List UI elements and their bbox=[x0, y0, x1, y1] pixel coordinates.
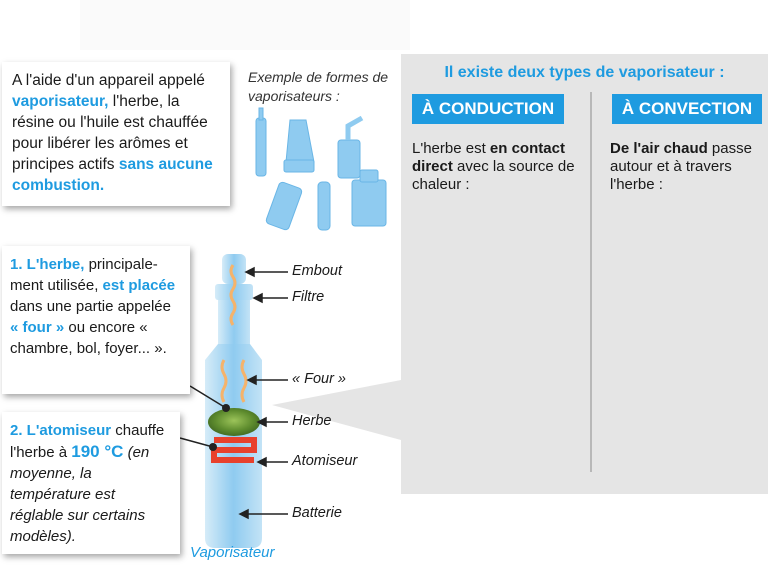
intro-box: A l'aide d'un appareil appelé vaporisate… bbox=[2, 62, 230, 206]
label-filtre: Filtre bbox=[292, 289, 325, 305]
step1-highlight-placed: est placée bbox=[102, 277, 176, 294]
step1-text-2: dans une partie appelée bbox=[10, 298, 171, 315]
step2-text-1: chauffe l'herbe à bbox=[10, 422, 165, 461]
types-panel-title: Il existe deux types de vaporisateur : bbox=[444, 64, 725, 81]
conduction-text-2: avec la source de chaleur : bbox=[412, 158, 575, 193]
conduction-text: L'herbe est en contact direct avec la so… bbox=[412, 140, 584, 194]
intro-highlight-combustion: sans aucune combustion. bbox=[12, 156, 213, 194]
conduction-text-bold: en contact direct bbox=[412, 140, 565, 175]
panel-divider bbox=[590, 92, 592, 472]
step2-temperature: 190 °C bbox=[71, 442, 124, 461]
label-four: « Four » bbox=[292, 371, 346, 387]
examples-caption: Exemple de formes de vaporisateurs : bbox=[248, 69, 389, 104]
label-atomiseur: Atomiseur bbox=[292, 453, 358, 469]
types-panel bbox=[401, 54, 768, 494]
step2-heading: 2. L'atomiseur bbox=[10, 422, 112, 439]
label-herbe: Herbe bbox=[292, 413, 332, 429]
panel-pointer bbox=[272, 380, 401, 440]
step1-text-3: ou encore « chambre, bol, foyer... ». bbox=[10, 319, 167, 357]
step2-text-2: (en moyenne, la température est réglable… bbox=[10, 444, 150, 545]
conduction-text-1: L'herbe est bbox=[412, 140, 490, 157]
step1-heading: 1. L'herbe, bbox=[10, 256, 85, 273]
vaporizer-device bbox=[205, 254, 262, 548]
convection-text-1: passe autour et à travers l'herbe : bbox=[610, 140, 752, 193]
step2-box: 2. L'atomiseur chauffe l'herbe à 190 °C … bbox=[2, 412, 180, 554]
intro-text-2: l'herbe, la résine ou l'huile est chauff… bbox=[12, 93, 208, 173]
convection-text-bold: De l'air chaud bbox=[610, 140, 708, 157]
intro-text: A l'aide d'un appareil appelé bbox=[12, 72, 205, 89]
label-arrows bbox=[238, 266, 288, 520]
label-batterie: Batterie bbox=[292, 505, 342, 521]
convection-text: De l'air chaud passe autour et à travers… bbox=[610, 140, 766, 194]
step1-box: 1. L'herbe, principale­ment utilisée, es… bbox=[2, 246, 190, 394]
label-vaporisateur: Vaporisateur bbox=[190, 544, 275, 561]
badge-convection: À CONVECTION bbox=[612, 94, 762, 124]
badge-conduction: À CONDUCTION bbox=[412, 94, 564, 124]
label-embout: Embout bbox=[292, 263, 342, 279]
example-vaporizer-icons bbox=[255, 107, 387, 231]
step1-highlight-four: « four » bbox=[10, 319, 65, 336]
intro-highlight-vaporisateur: vaporisateur, bbox=[12, 93, 109, 110]
step1-text-1: principale­ment utilisée, bbox=[10, 256, 158, 294]
